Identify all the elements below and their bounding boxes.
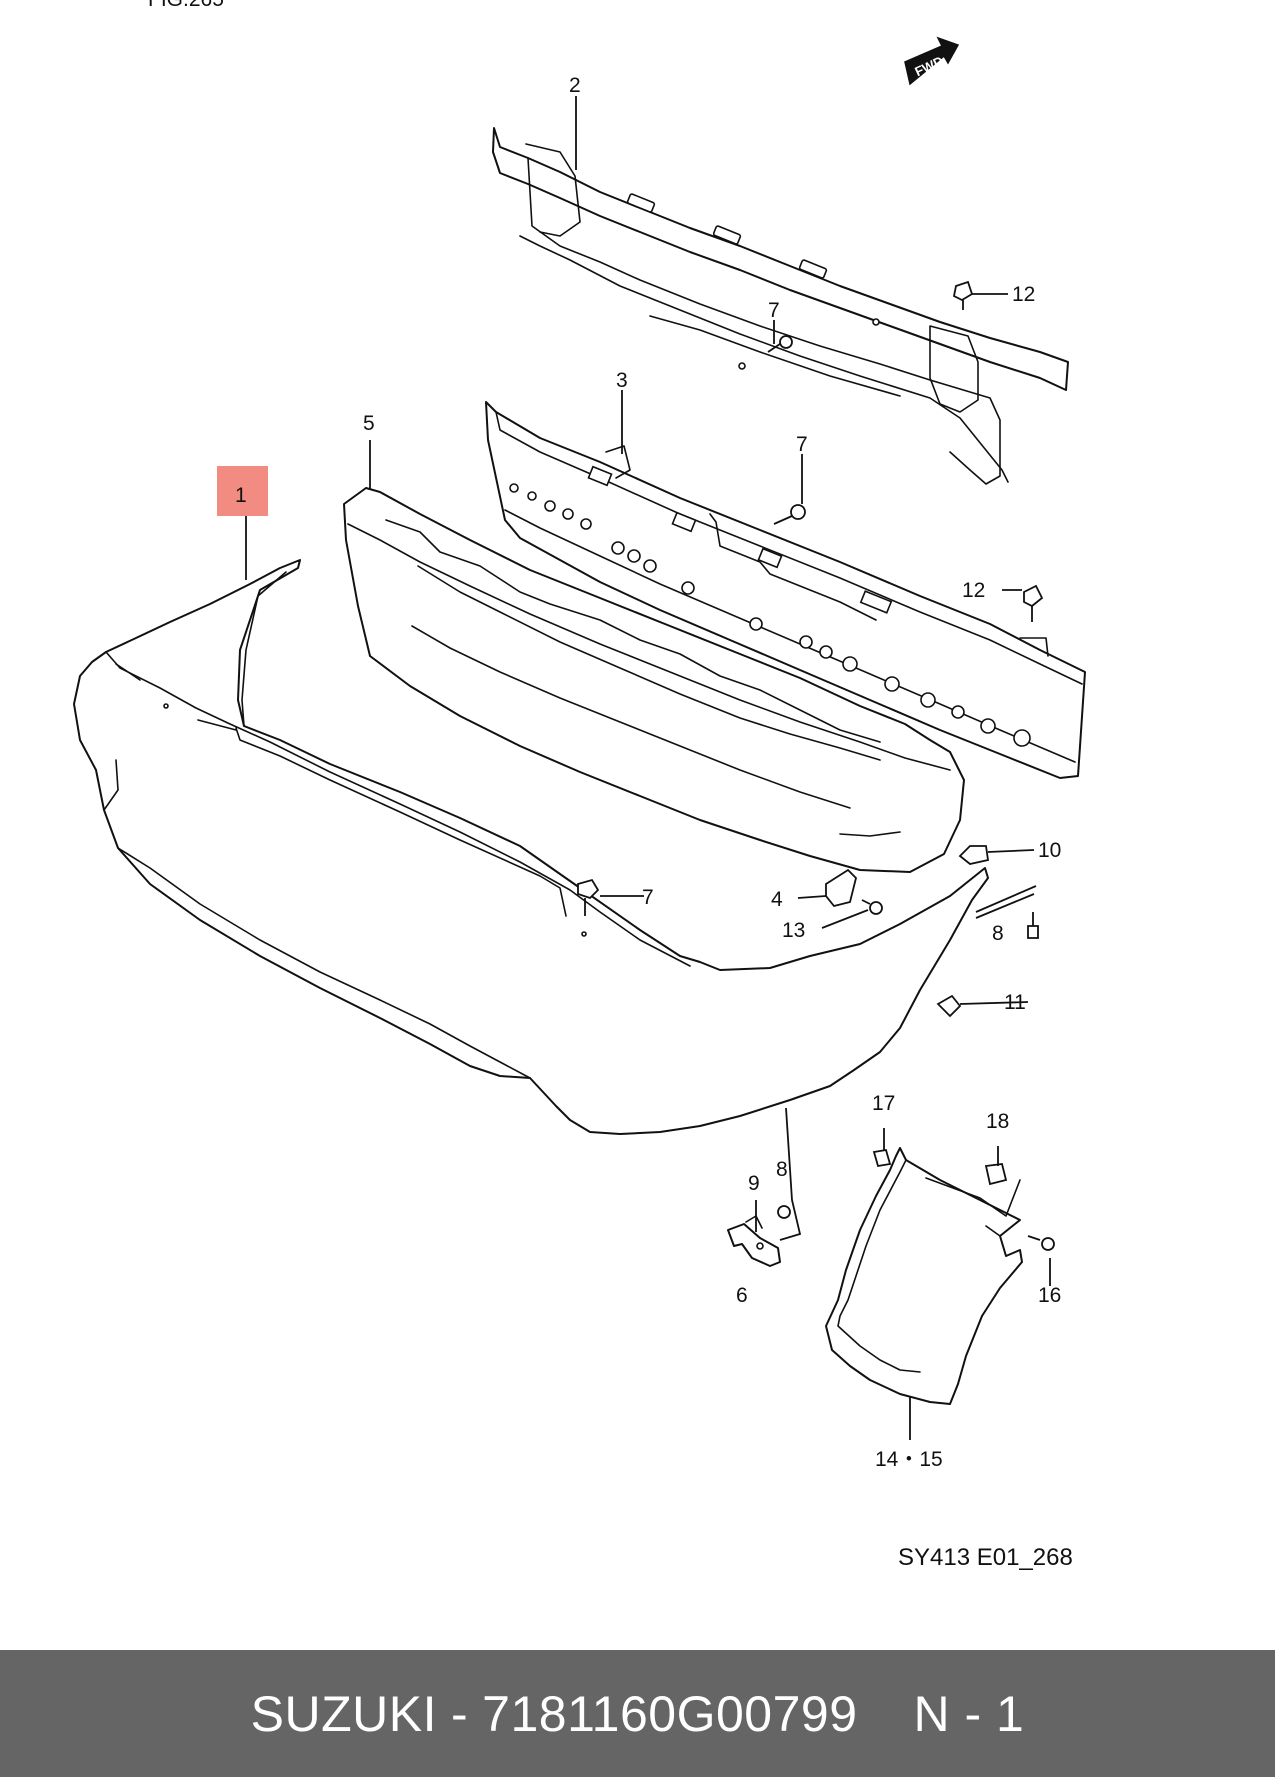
screw-16-icon <box>1027 1235 1055 1251</box>
drawing-code: SY413 E01_268 <box>898 1544 1073 1571</box>
callout-1[interactable]: 1 <box>235 484 247 507</box>
nut-18-icon <box>984 1163 1008 1186</box>
callout-11[interactable]: 11 <box>1004 991 1026 1014</box>
screw-8b-icon <box>777 1205 791 1219</box>
callout-9[interactable]: 9 <box>748 1172 760 1195</box>
callout-2[interactable]: 2 <box>569 74 581 97</box>
screw-13-icon <box>861 899 883 915</box>
brand-name: SUZUKI <box>250 1685 437 1742</box>
part-number: 7181160G00799 <box>482 1685 858 1742</box>
callout-16[interactable]: 16 <box>1038 1284 1061 1307</box>
callout-12a[interactable]: 12 <box>1012 283 1035 306</box>
part-6-bracket <box>727 1215 781 1267</box>
leader-lines <box>245 96 1051 1440</box>
callout-6[interactable]: 6 <box>736 1284 748 1307</box>
callout-14-15[interactable]: 14・15 <box>875 1448 943 1471</box>
part-14-15-mud-flap <box>825 1147 1023 1405</box>
part-1-highlight <box>217 466 268 516</box>
screw-7b-icon <box>773 504 806 525</box>
parts-diagram: FIG.265 FWD <box>73 0 1086 1571</box>
clip-11-icon <box>936 994 962 1018</box>
callout-8b[interactable]: 8 <box>776 1158 788 1181</box>
callout-5[interactable]: 5 <box>363 412 375 435</box>
callout-17[interactable]: 17 <box>872 1092 895 1115</box>
clip-10-icon <box>958 845 990 865</box>
exploded-view-svg: FIG.265 FWD <box>73 0 1086 1571</box>
bolt-12b-icon <box>1023 584 1044 622</box>
callout-7a[interactable]: 7 <box>768 299 780 322</box>
part-5-energy-absorber <box>343 487 965 873</box>
callout-4[interactable]: 4 <box>771 888 783 911</box>
callout-8a[interactable]: 8 <box>992 922 1004 945</box>
part-info-bar: SUZUKI - 7181160G00799 N - 1 <box>0 1650 1275 1777</box>
callout-7c[interactable]: 7 <box>642 886 654 909</box>
clip-17-icon <box>872 1148 892 1168</box>
callout-13[interactable]: 13 <box>782 919 805 942</box>
figure-header-partial: FIG.265 <box>148 0 224 11</box>
quantity-text: N - 1 <box>913 1685 1025 1742</box>
callout-10[interactable]: 10 <box>1038 839 1061 862</box>
callout-12b[interactable]: 12 <box>962 579 985 602</box>
bolt-12a-icon <box>952 280 974 310</box>
callout-18[interactable]: 18 <box>986 1110 1009 1133</box>
clip-4-icon <box>825 868 857 908</box>
callout-3[interactable]: 3 <box>616 369 628 392</box>
part-3-bumper-holder <box>485 401 1086 779</box>
fwd-arrow-icon: FWD <box>904 36 960 86</box>
part-1-bumper-cover <box>73 559 989 1135</box>
callout-7b[interactable]: 7 <box>796 433 808 456</box>
separator-dash: - <box>450 1685 469 1742</box>
screw-8a-icon <box>1027 912 1039 939</box>
screw-7a-icon <box>767 335 793 353</box>
part-2-reinforcement-member <box>492 127 1069 485</box>
screw-7c-icon <box>577 878 600 916</box>
